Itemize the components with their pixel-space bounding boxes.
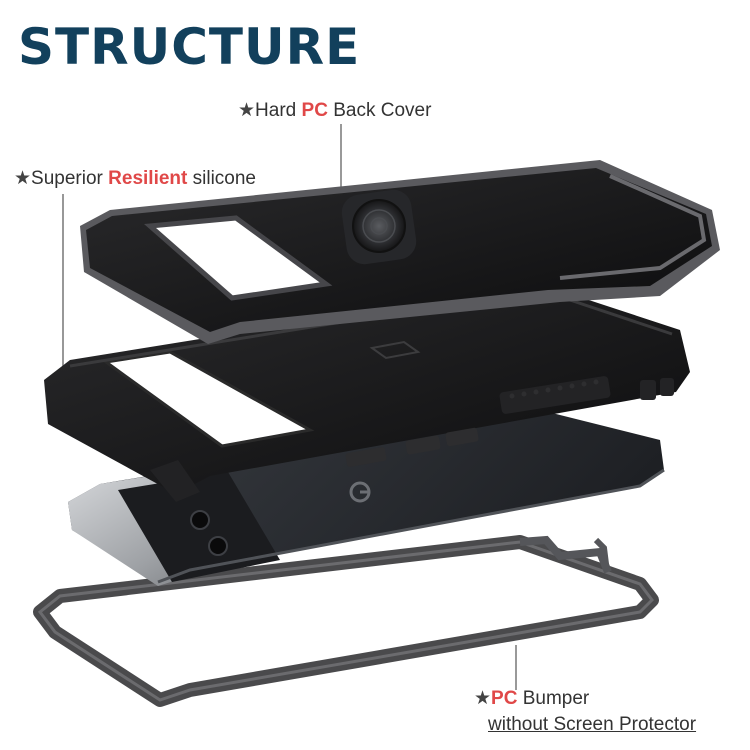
volume-button bbox=[405, 435, 441, 455]
google-logo-icon bbox=[349, 481, 371, 503]
phone bbox=[68, 410, 665, 586]
page-title: STRUCTURE bbox=[18, 18, 361, 76]
pc-bumper-frame bbox=[33, 535, 659, 707]
label-back-cover: ★Hard PC Back Cover bbox=[238, 100, 431, 123]
label-back-cover-highlight: PC bbox=[301, 100, 328, 121]
star-icon: ★ bbox=[14, 168, 32, 189]
label-back-cover-post: Back Cover bbox=[327, 100, 432, 121]
label-silicone: ★Superior Resilient silicone bbox=[14, 168, 256, 191]
label-bumper: ★PC Bumper bbox=[474, 688, 589, 711]
camera-icon bbox=[208, 536, 228, 556]
star-icon: ★ bbox=[474, 688, 492, 709]
label-silicone-highlight: Resilient bbox=[108, 168, 188, 189]
label-silicone-pre: Superior bbox=[31, 168, 109, 189]
volume-button bbox=[445, 427, 479, 447]
grip-texture bbox=[499, 376, 611, 414]
camera-icon bbox=[190, 510, 210, 530]
label-bumper-post: Bumper bbox=[517, 688, 590, 709]
side-button bbox=[345, 447, 387, 467]
star-icon: ★ bbox=[238, 100, 256, 121]
label-silicone-post: silicone bbox=[187, 168, 257, 189]
label-back-cover-pre: Hard bbox=[255, 100, 302, 121]
ring-holder-icon bbox=[341, 189, 417, 265]
silicone-layer bbox=[44, 284, 690, 502]
label-bumper-highlight: PC bbox=[491, 688, 518, 709]
label-bumper-line2: without Screen Protector bbox=[488, 714, 697, 735]
hard-pc-back-cover bbox=[80, 160, 720, 344]
